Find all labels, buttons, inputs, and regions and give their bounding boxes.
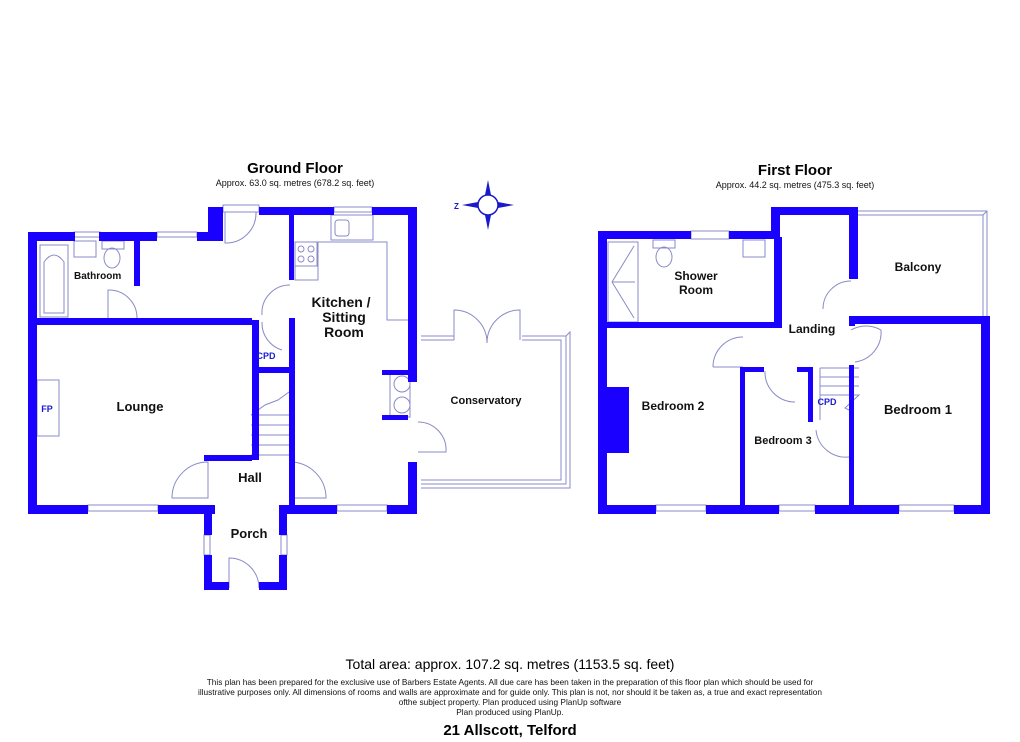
- ground-floor-title: Ground Floor: [247, 160, 343, 177]
- compass-label: Z: [454, 202, 459, 211]
- room-label-kitchen-1: Kitchen /: [311, 294, 370, 310]
- room-label-kitchen-2: Sitting: [322, 309, 366, 325]
- label-fireplace: FP: [41, 404, 53, 414]
- first-floor-title: First Floor: [757, 162, 833, 179]
- ground-floor-area: Approx. 63.0 sq. metres (678.2 sq. feet): [215, 178, 375, 188]
- room-label-hall: Hall: [238, 470, 262, 485]
- first-floor-plan: Shower Room Balcony Landing Bedroom 2 Be…: [598, 207, 990, 514]
- room-label-porch: Porch: [231, 526, 268, 541]
- first-floor-area: Approx. 44.2 sq. metres (475.3 sq. feet): [715, 180, 875, 190]
- disclaimer-line-4: Plan produced using PlanUp.: [456, 707, 564, 717]
- total-area: Total area: approx. 107.2 sq. metres (11…: [345, 656, 675, 672]
- room-label-lounge: Lounge: [117, 399, 164, 414]
- label-cpd-first: CPD: [817, 397, 837, 407]
- disclaimer-line-1: This plan has been prepared for the excl…: [206, 677, 814, 687]
- disclaimer-line-3: ofthe subject property. Plan produced us…: [398, 697, 622, 707]
- compass-rose-icon: Z: [454, 180, 514, 230]
- room-label-conservatory: Conservatory: [451, 395, 523, 407]
- room-label-bedroom-3: Bedroom 3: [754, 435, 811, 447]
- room-label-bedroom-1: Bedroom 1: [884, 402, 952, 417]
- room-label-balcony: Balcony: [895, 260, 942, 274]
- room-label-shower-2: Room: [679, 283, 713, 297]
- disclaimer: This plan has been prepared for the excl…: [130, 677, 890, 717]
- disclaimer-line-2: illustrative purposes only. All dimensio…: [198, 687, 822, 697]
- ground-floor-plan: Bathroom Kitchen / Sitting Room Lounge C…: [28, 204, 571, 590]
- room-label-bathroom: Bathroom: [74, 271, 121, 282]
- label-cpd-ground: CPD: [256, 351, 276, 361]
- room-label-shower-1: Shower: [674, 269, 718, 283]
- room-label-kitchen-3: Room: [324, 324, 364, 340]
- property-address: 21 Allscott, Telford: [443, 722, 577, 739]
- room-label-bedroom-2: Bedroom 2: [642, 399, 705, 413]
- room-label-landing: Landing: [789, 322, 836, 336]
